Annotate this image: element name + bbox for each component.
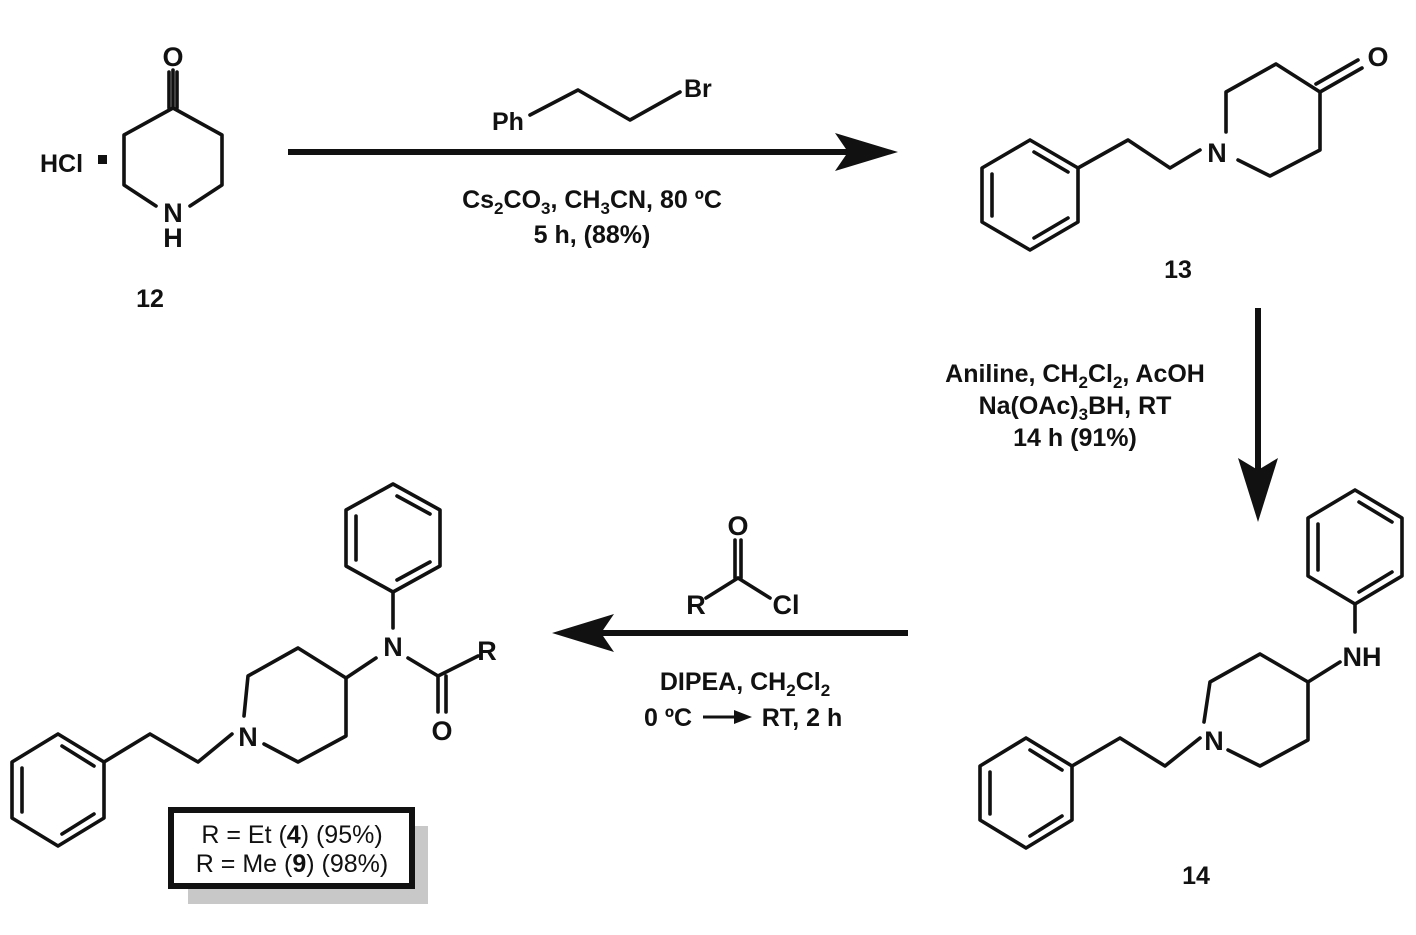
temp-arrowhead — [734, 710, 752, 724]
yield-row-et: R = Et (4) (95%) — [201, 821, 382, 849]
phenyl-ring — [980, 138, 1080, 252]
amide-carbonyl-bonds — [436, 654, 480, 714]
nitrogen-atom: N — [1204, 726, 1224, 756]
amide-nitrogen-atom: N — [383, 632, 403, 662]
acyl-r-group: R — [686, 590, 706, 620]
piperidinone-ring — [1224, 62, 1322, 178]
n-phenyl-ring — [344, 482, 442, 594]
phenyl-double-bonds — [20, 744, 96, 836]
acyl-chloride-bonds — [704, 538, 772, 600]
step3-conditions-line1: DIPEA, CH2Cl2 — [660, 668, 830, 700]
ethyl-linker — [1076, 138, 1202, 170]
compound-13-number: 13 — [1164, 256, 1192, 284]
yields-box: R = Et (4) (95%) R = Me (9) (98%) — [168, 807, 428, 904]
ph-label: Ph — [492, 108, 524, 136]
acyl-oxygen-atom: O — [727, 511, 748, 541]
hydrogen-atom: H — [163, 223, 183, 253]
carbonyl-oxygen-atom: O — [431, 716, 452, 746]
step3-arrowhead — [552, 614, 614, 652]
oxygen-atom: O — [162, 42, 183, 72]
nitrogen-atom: N — [163, 198, 183, 228]
step2-conditions-line1: Aniline, CH2Cl2, AcOH — [945, 360, 1205, 392]
compound-12: HCl O N H 12 — [40, 42, 224, 313]
piperidine-ring — [242, 646, 348, 764]
aniline-ring — [1306, 488, 1404, 606]
step2-arrowhead — [1238, 458, 1278, 522]
piperidine-ring — [1202, 652, 1310, 768]
nh-bonds — [1306, 602, 1357, 684]
salt-dot — [98, 155, 107, 164]
phenethyl-bromide-chain — [528, 88, 682, 122]
r-group: R — [477, 636, 497, 666]
step3-temp-start: 0 ºC — [644, 704, 692, 732]
step1-arrowhead — [835, 133, 898, 171]
step1-conditions-line1: Cs2CO3, CH3CN, 80 ºC — [462, 186, 722, 218]
box-frame — [168, 807, 415, 889]
carbonyl-bond — [1314, 58, 1364, 94]
step1: Ph Br Cs2CO3, CH3CN, 80 ºC 5 h, (88%) — [288, 75, 898, 249]
phenyl-ring — [978, 736, 1074, 850]
br-label: Br — [684, 75, 712, 103]
phenyl-ring-double-bonds — [990, 150, 1070, 240]
chlorine-atom: Cl — [773, 590, 800, 620]
step3-temp-end: RT, 2 h — [762, 704, 843, 732]
compound-13: N O 13 — [980, 42, 1389, 284]
ethyl-linker — [102, 732, 234, 764]
step2: Aniline, CH2Cl2, AcOH Na(OAc)3BH, RT 14 … — [945, 308, 1278, 522]
compound-14-number: 14 — [1182, 862, 1210, 890]
piperidinone-ring — [122, 106, 224, 208]
step3: O R Cl DIPEA, CH2Cl2 0 ºC RT, 2 h — [552, 511, 908, 732]
product-compound: N N O R — [10, 482, 497, 848]
phenyl-ring-double-bonds — [988, 748, 1064, 838]
step1-conditions-line2: 5 h, (88%) — [534, 221, 651, 249]
step2-conditions-line3: 14 h (91%) — [1013, 424, 1137, 452]
n-phenyl-double-bonds — [354, 494, 432, 582]
oxygen-atom: O — [1367, 42, 1388, 72]
nitrogen-atom: N — [1207, 138, 1227, 168]
ring-nitrogen-atom: N — [238, 722, 258, 752]
compound-12-number: 12 — [136, 285, 164, 313]
compound-14: NH N 14 — [978, 488, 1404, 890]
amide-n-bonds — [344, 590, 440, 680]
aniline-ring-double-bonds — [1316, 500, 1394, 594]
hcl-label: HCl — [40, 150, 83, 178]
yield-row-me: R = Me (9) (98%) — [196, 850, 388, 878]
nh-atom: NH — [1343, 642, 1382, 672]
carbonyl-bond — [167, 68, 179, 110]
step2-conditions-line2: Na(OAc)3BH, RT — [979, 392, 1172, 424]
ethyl-linker — [1070, 736, 1202, 768]
phenyl-ring — [10, 732, 106, 848]
